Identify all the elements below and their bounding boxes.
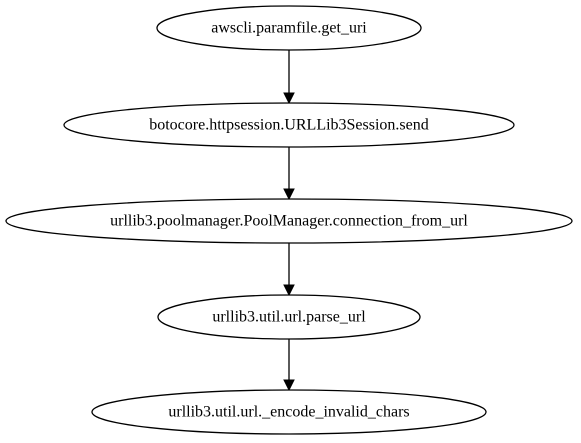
- edges-layer: [283, 50, 295, 392]
- graph-node-label: botocore.httpsession.URLLib3Session.send: [149, 117, 429, 134]
- graph-node-ellipse: [157, 294, 421, 340]
- graph-node-ellipse: [156, 5, 422, 51]
- arrowhead-icon: [283, 284, 295, 297]
- graph-node-ellipse: [5, 198, 573, 244]
- graph-node: botocore.httpsession.URLLib3Session.send: [63, 102, 515, 148]
- graph-node-label: urllib3.poolmanager.PoolManager.connecti…: [110, 213, 468, 230]
- graph-node: urllib3.util.url._encode_invalid_chars: [91, 389, 487, 435]
- nodes-layer: awscli.paramfile.get_uri botocore.httpses…: [5, 5, 573, 435]
- graph-node-label: urllib3.util.url.parse_url: [212, 309, 366, 326]
- arrowhead-icon: [283, 188, 295, 201]
- graph-node-label: awscli.paramfile.get_uri: [211, 20, 367, 37]
- graph-node: urllib3.poolmanager.PoolManager.connecti…: [5, 198, 573, 244]
- graph-node-ellipse: [91, 389, 487, 435]
- graph-node: urllib3.util.url.parse_url: [157, 294, 421, 340]
- graph-node-ellipse: [63, 102, 515, 148]
- graph-node: awscli.paramfile.get_uri: [156, 5, 422, 51]
- graph-node-label: urllib3.util.url._encode_invalid_chars: [168, 404, 409, 421]
- arrowhead-icon: [283, 379, 295, 392]
- arrowhead-icon: [283, 92, 295, 105]
